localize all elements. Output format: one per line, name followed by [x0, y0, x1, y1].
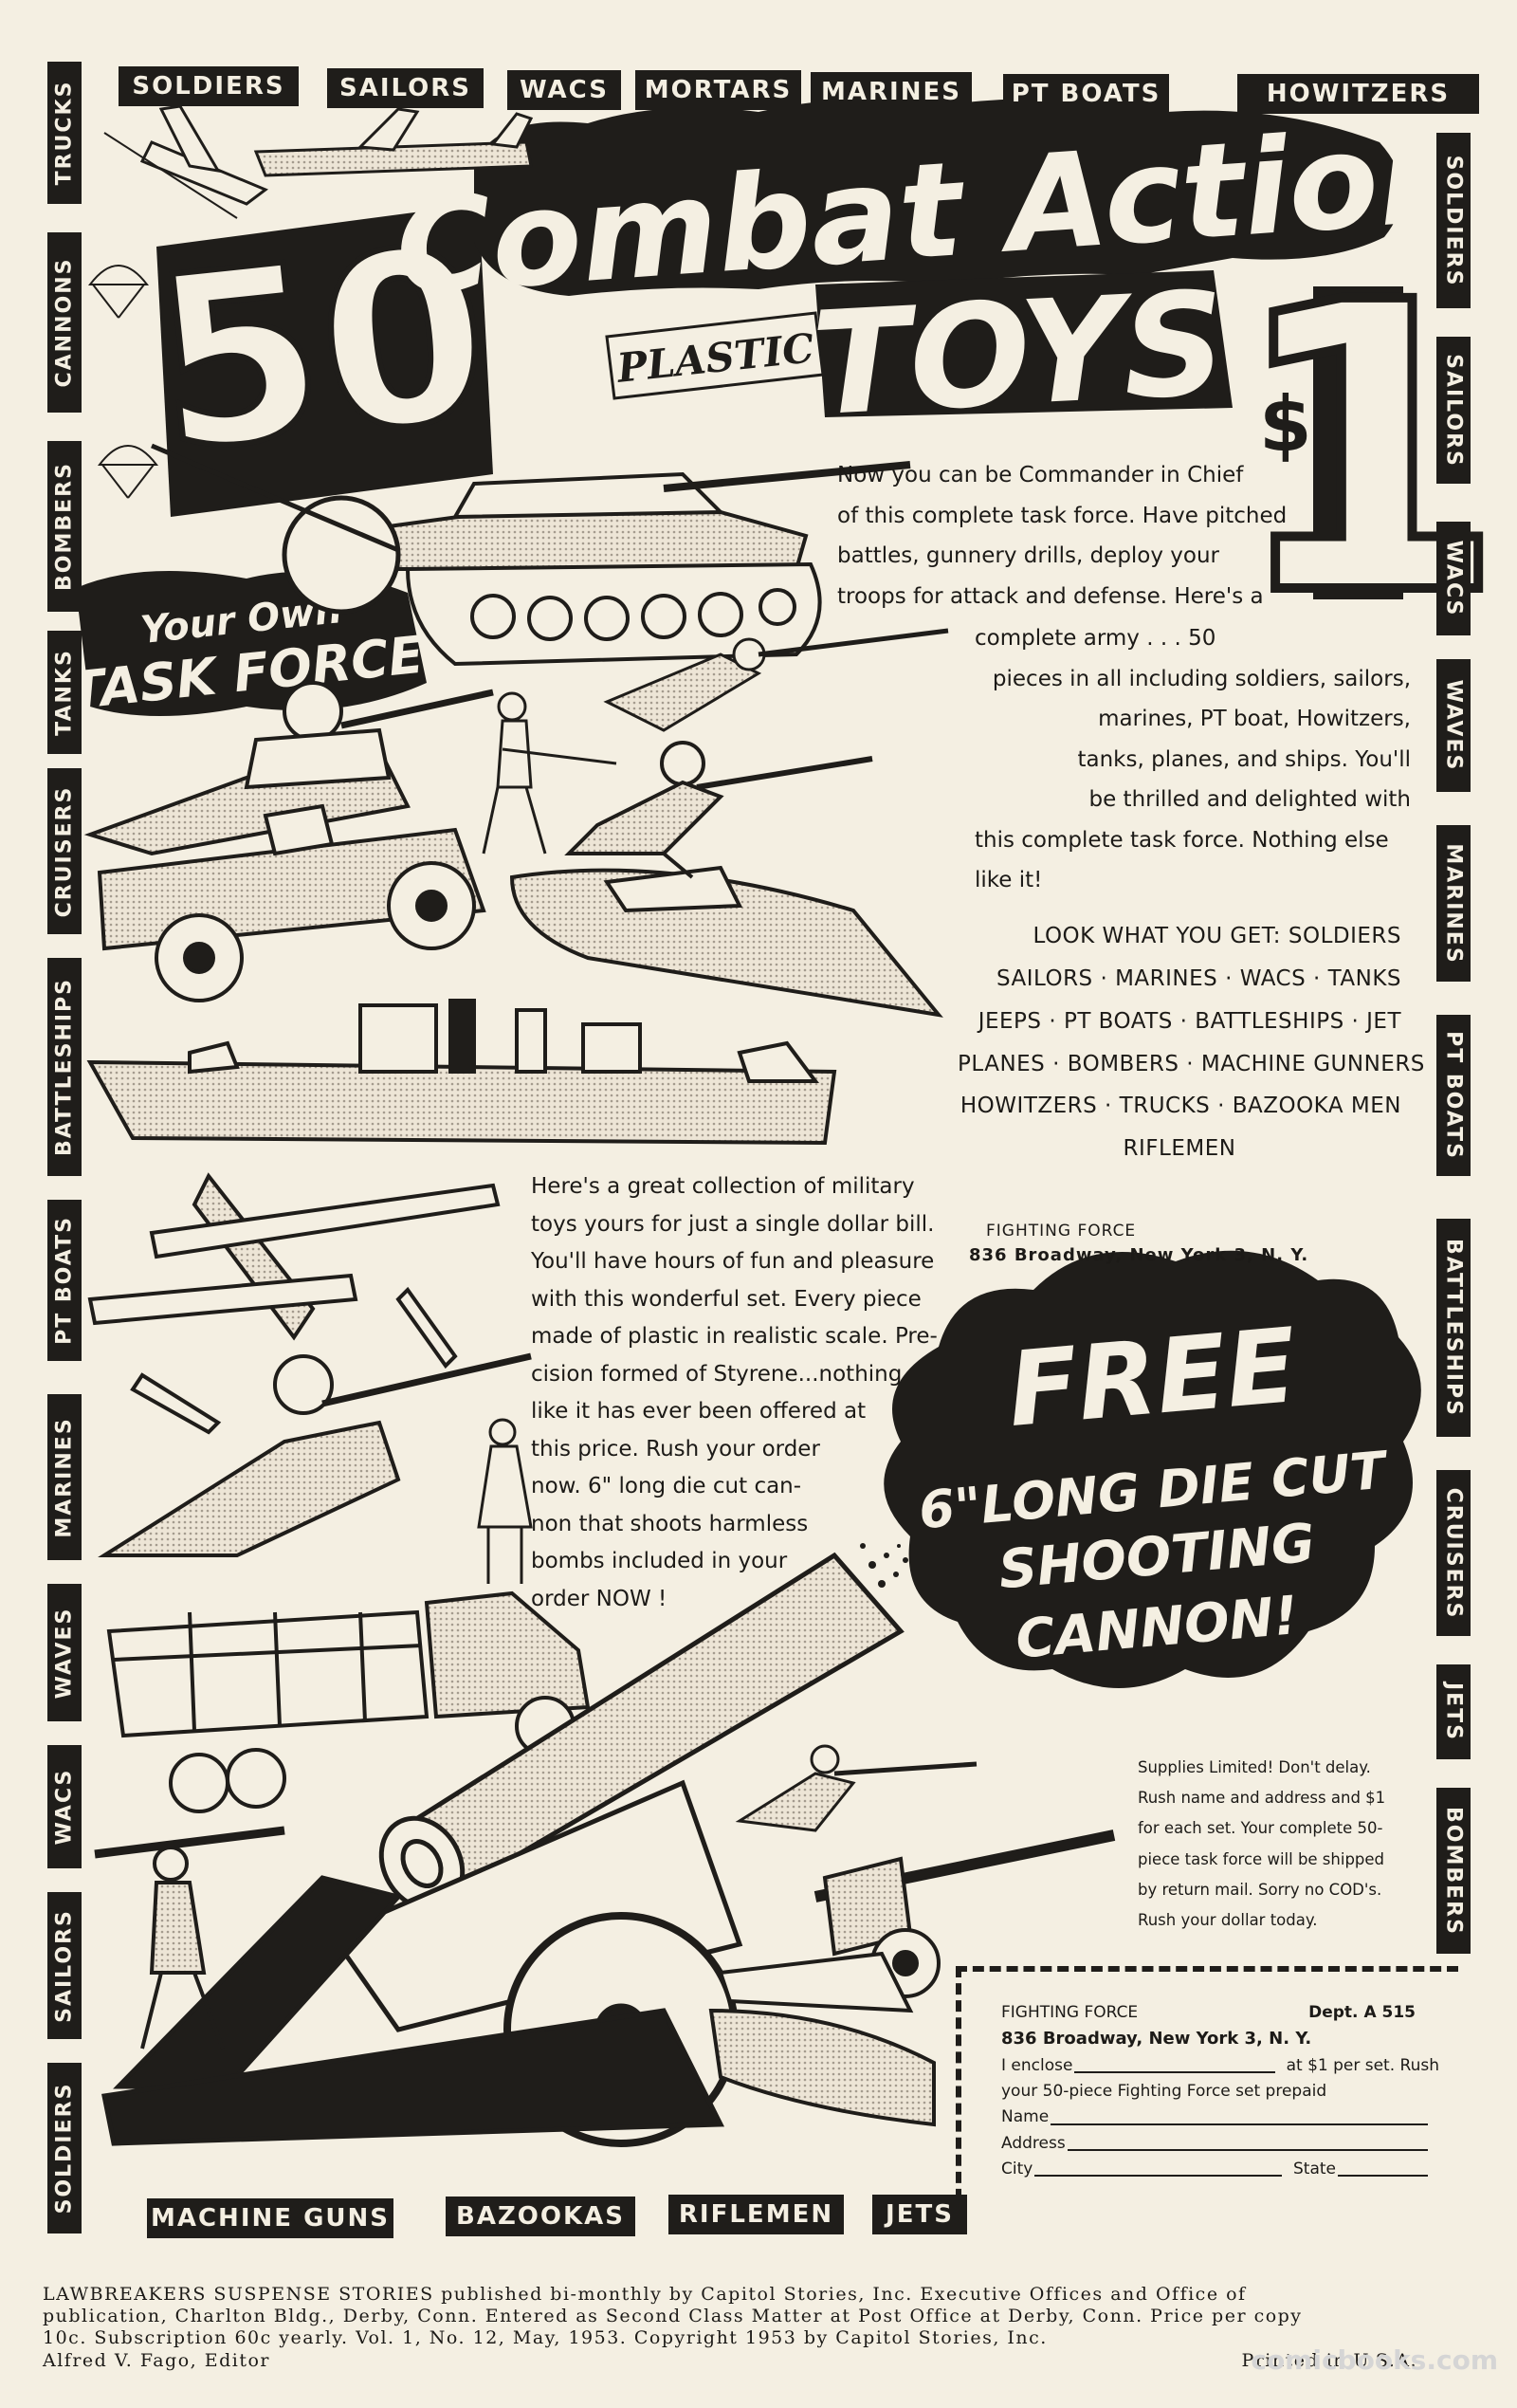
- parachutes: [87, 265, 159, 499]
- left-tab-cannons: CANNONS: [47, 232, 82, 413]
- top-tab-pt-boats: PT BOATS: [1003, 74, 1169, 114]
- coupon-company: FIGHTING FORCE: [1001, 2003, 1139, 2022]
- order-coupon: FIGHTING FORCE Dept. A 515 836 Broadway,…: [956, 1966, 1458, 2217]
- pt-boat-bottom-illustration: [708, 2008, 936, 2127]
- machine-gunner-right-illustration: [735, 1744, 978, 1832]
- headline-toys: TOYS: [809, 262, 1230, 449]
- bottom-tab-riflemen: RIFLEMEN: [668, 2195, 844, 2234]
- rifleman-illustration: [83, 681, 494, 856]
- rifleman-center-illustration: [98, 1352, 532, 1557]
- body-copy: Here's a great collection of military to…: [531, 1174, 938, 1612]
- coupon-amount-field[interactable]: [1074, 2071, 1275, 2074]
- left-tab-wacs: WACS: [47, 1745, 82, 1868]
- coupon-address-label: Address: [1001, 2133, 1066, 2153]
- right-tab-battleships: BATTLESHIPS: [1436, 1219, 1471, 1437]
- svg-text:50: 50: [143, 195, 500, 505]
- right-tab-cruisers: CRUISERS: [1436, 1470, 1471, 1636]
- coupon-address-field[interactable]: [1067, 2148, 1428, 2151]
- headline-dollar-sign: $: [1259, 380, 1312, 469]
- right-tab-pt-boats: PT BOATS: [1436, 1015, 1471, 1176]
- coupon-state-label: State: [1293, 2159, 1336, 2178]
- left-tab-sailors: SAILORS: [47, 1892, 82, 2039]
- right-tab-marines: MARINES: [1436, 825, 1471, 982]
- headline-burst: [474, 99, 1402, 296]
- watermark: comicbooks.com: [1251, 2344, 1498, 2376]
- top-tab-mortars: MORTARS: [635, 70, 801, 110]
- right-tab-bombers: BOMBERS: [1436, 1788, 1471, 1954]
- supplies-copy: Supplies Limited! Don't delay. Rush name…: [1138, 1758, 1386, 1929]
- top-tab-soldiers: SOLDIERS: [119, 66, 299, 106]
- top-tab-marines: MARINES: [811, 72, 972, 112]
- svg-text:FREE: FREE: [1003, 1307, 1301, 1450]
- jeep-illustration: [97, 803, 486, 1002]
- address-company: FIGHTING FORCE: [986, 1222, 1137, 1241]
- cannon-illustration: [101, 1552, 905, 2147]
- intro-copy: Now you can be Commander in Chief of thi…: [837, 463, 1288, 609]
- left-tab-soldiers: SOLDIERS: [47, 2063, 82, 2233]
- left-tab-bombers: BOMBERS: [47, 441, 82, 612]
- right-tab-sailors: SAILORS: [1436, 337, 1471, 484]
- machine-gunner-illustration: [603, 628, 949, 732]
- coupon-dept: Dept. A 515: [1308, 2003, 1416, 2022]
- bottom-tab-jets: JETS: [872, 2195, 967, 2234]
- right-tab-jets: JETS: [1436, 1664, 1471, 1759]
- top-tab-sailors: SAILORS: [327, 68, 484, 108]
- battleship-illustration: [86, 999, 837, 1146]
- coupon-city-field[interactable]: [1034, 2174, 1282, 2177]
- top-tab-wacs: WACS: [507, 70, 621, 110]
- coupon-street: 836 Broadway, New York 3, N. Y.: [1001, 2029, 1312, 2050]
- coupon-set-line: your 50-piece Fighting Force set prepaid: [1001, 2082, 1327, 2102]
- coupon-enclose-label: I enclose: [1001, 2055, 1073, 2075]
- bazooka-man-illustration: [94, 1826, 285, 2050]
- coupon-name-label: Name: [1001, 2107, 1050, 2127]
- coupon-city-label: City: [1001, 2159, 1033, 2178]
- coupon-enclose-suffix: at $1 per set. Rush: [1286, 2055, 1439, 2075]
- charging-soldier-illustration: [564, 741, 873, 855]
- bottom-tab-machine-guns: MACHINE GUNS: [147, 2198, 393, 2238]
- bomber-planes-illustration: [87, 1172, 501, 1435]
- top-tab-howitzers: HOWITZERS: [1237, 74, 1479, 114]
- headline-number-50: 50: [140, 193, 503, 517]
- pt-boat-illustration: [509, 852, 943, 1018]
- intro-copy-continued: complete army . . . 50 pieces in all inc…: [975, 626, 1411, 893]
- free-cannon-badge: FREE 6"LONG DIE CUT SHOOTING CANNON!: [884, 1250, 1421, 1688]
- left-tab-waves: WAVES: [47, 1584, 82, 1721]
- howitzer-illustration: [718, 1829, 1116, 2013]
- bottom-tab-bazookas: BAZOOKAS: [446, 2197, 635, 2236]
- right-tab-wacs: WACS: [1436, 522, 1471, 635]
- address-street: 836 Broadway, New York 3, N. Y.: [969, 1245, 1309, 1265]
- coupon-state-field[interactable]: [1338, 2174, 1428, 2177]
- left-tab-battleships: BATTLESHIPS: [47, 958, 82, 1176]
- left-tab-marines: MARINES: [47, 1394, 82, 1560]
- wac-figure-illustration: [477, 1418, 533, 1584]
- left-tab-tanks: TANKS: [47, 631, 82, 754]
- publication-notice: LAWBREAKERS SUSPENSE STORIES published b…: [43, 2284, 1417, 2371]
- right-tab-waves: WAVES: [1436, 659, 1471, 792]
- truck-illustration: [106, 1590, 591, 1813]
- left-tab-trucks: TRUCKS: [47, 62, 82, 204]
- left-tab-cruisers: CRUISERS: [47, 768, 82, 934]
- tank-illustration: [386, 461, 911, 667]
- coupon-name-field[interactable]: [1051, 2123, 1428, 2125]
- left-tab-pt-boats: PT BOATS: [47, 1200, 82, 1361]
- headline-price: 1: [1229, 219, 1506, 683]
- jet-planes-top: [103, 104, 534, 219]
- contents-list: LOOK WHAT YOU GET: SOLDIERS SAILORS · MA…: [958, 924, 1425, 1162]
- right-tab-soldiers: SOLDIERS: [1436, 133, 1471, 308]
